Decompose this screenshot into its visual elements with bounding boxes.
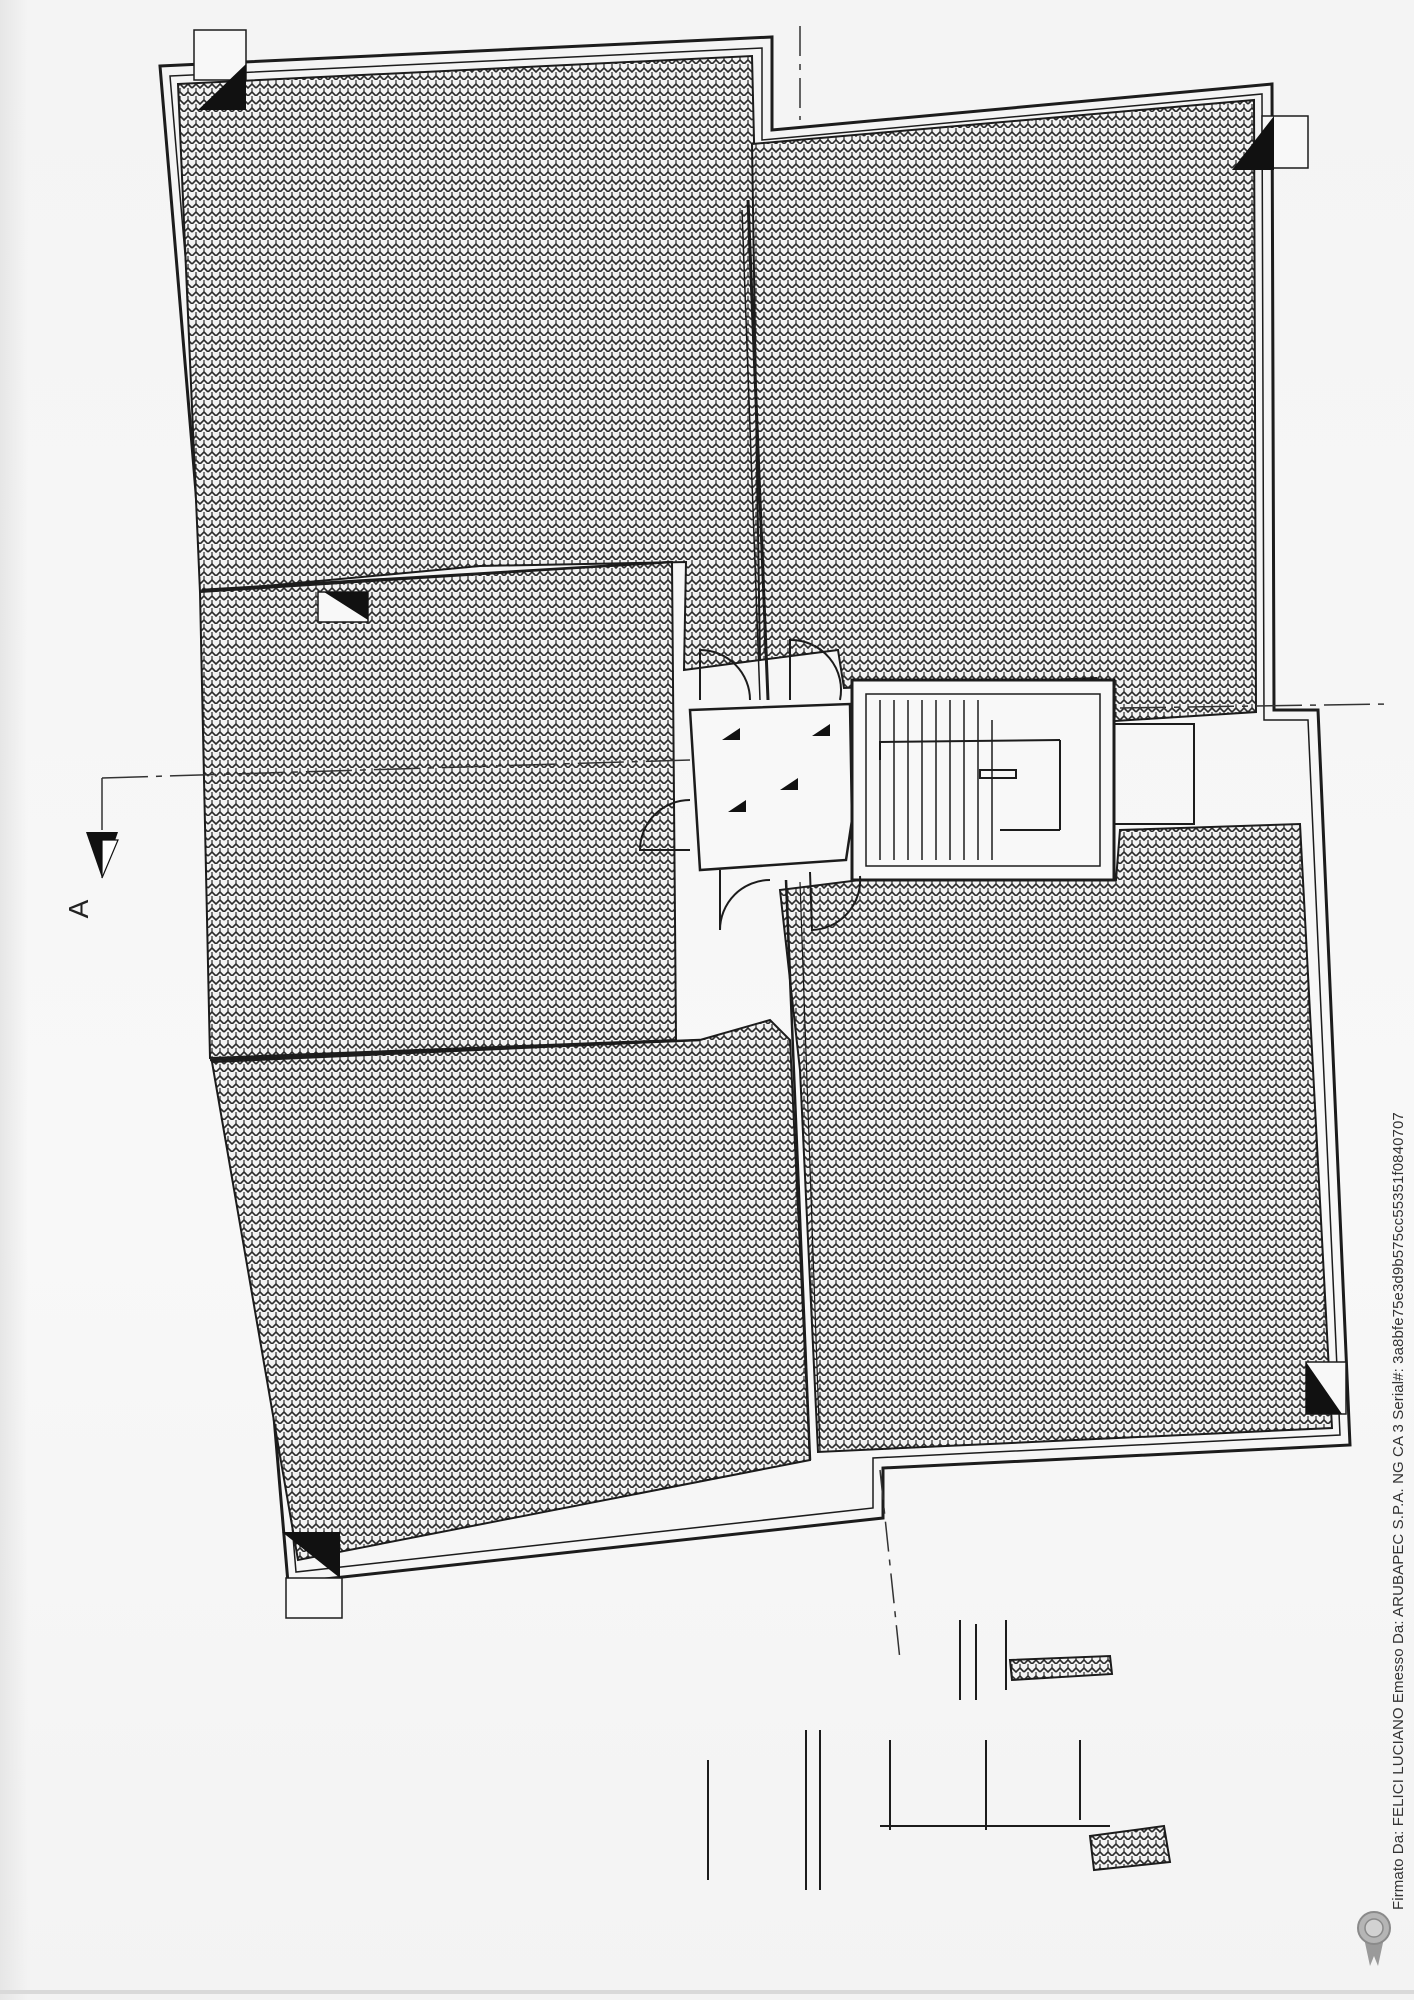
stair-treads [879, 700, 993, 860]
central-core [688, 678, 1195, 882]
partition-vertical-lower-2 [799, 881, 821, 1453]
landing [688, 702, 854, 872]
corner-marker-icon [193, 29, 247, 110]
detail-fragments [707, 1620, 1172, 1890]
doors [638, 638, 862, 932]
inner-wall [169, 47, 1341, 1573]
scan-edge [0, 1990, 1414, 1994]
scan-shadow [0, 0, 28, 2000]
building-outline [158, 35, 1352, 1585]
corner-marker-icon [317, 591, 369, 623]
floor-areas [176, 54, 1334, 1562]
digital-signature-stamp: Firmato Da: FELICI LUCIANO Emesso Da: AR… [1390, 1112, 1407, 1910]
level-marker-icon [780, 778, 798, 790]
level-markers [722, 724, 830, 812]
level-marker-icon [728, 800, 746, 812]
corner-marker-icon [1305, 1361, 1347, 1415]
partition-mid [201, 560, 673, 592]
room-lower-left [210, 1018, 812, 1562]
door-bottom-left [719, 870, 771, 931]
partitions [201, 199, 821, 1461]
stair-inner [865, 693, 1101, 867]
door-west [638, 799, 691, 851]
corner-marker-icon [282, 1532, 343, 1619]
door-bottom-right [809, 871, 862, 932]
shaft [1113, 723, 1195, 825]
corner-marker-icon [1232, 115, 1309, 170]
outer-wall [158, 35, 1352, 1585]
stair-arrow-path [879, 739, 1061, 760]
corner-markers [193, 29, 1347, 1619]
partition-lower [209, 1038, 701, 1062]
room-top-right [750, 98, 1258, 724]
partition-vertical-lower [784, 879, 812, 1461]
level-marker-icon [812, 724, 830, 736]
partition-vertical-top-2 [741, 209, 761, 701]
level-marker-icon [722, 728, 740, 740]
partition-vertical-top [746, 199, 770, 701]
stair-handrail [979, 769, 1017, 779]
room-lower-right [778, 822, 1334, 1454]
section-line [101, 26, 1391, 1661]
door-top-left [699, 648, 751, 701]
room-mid-left [198, 560, 678, 1060]
section-letter: A [63, 899, 94, 919]
section-arrow-icon [86, 832, 119, 879]
signature-text: Firmato Da: FELICI LUCIANO Emesso Da: AR… [1390, 1112, 1407, 1910]
door-top-right [789, 638, 842, 701]
seal-icon [1357, 1911, 1391, 1966]
stair-enclosure [850, 678, 1116, 882]
